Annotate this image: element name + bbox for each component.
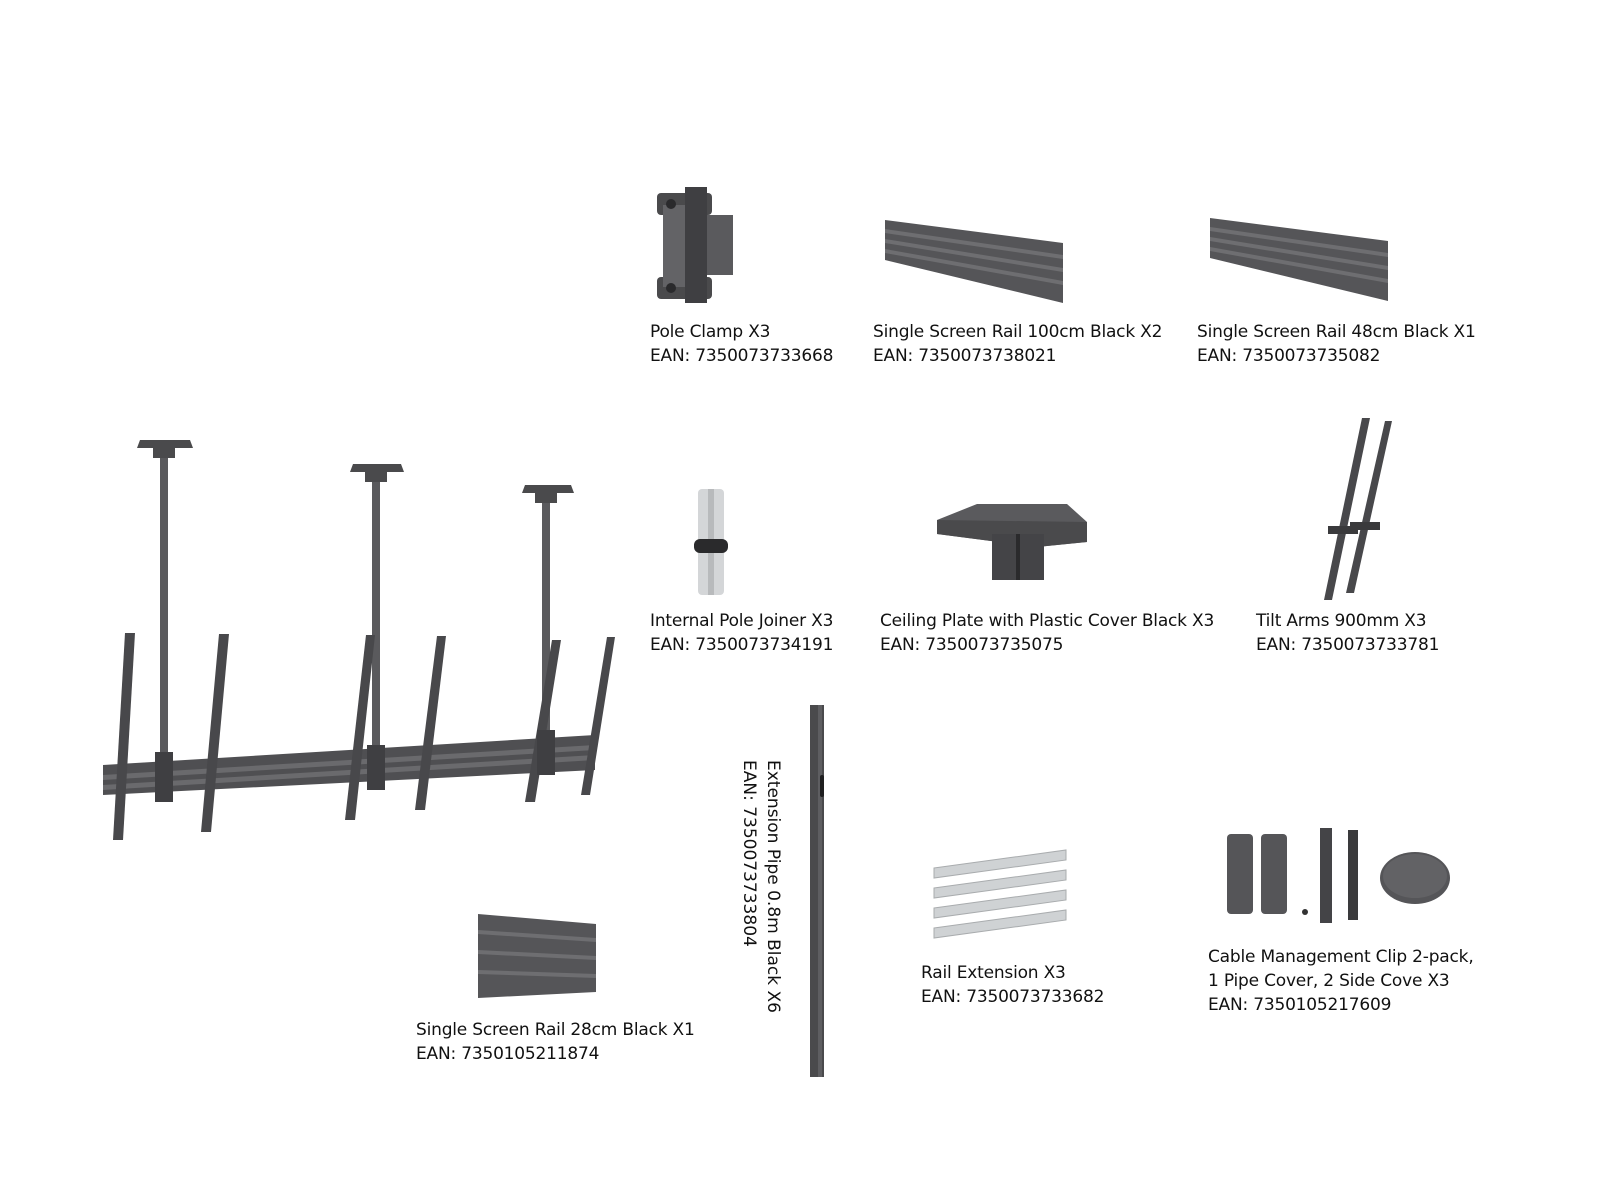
item-name: Tilt Arms 900mm X3: [1256, 611, 1427, 631]
cable-management-image: [1227, 828, 1450, 923]
item-name: Internal Pole Joiner X3: [650, 611, 834, 631]
caption-internal-pole-joiner: Internal Pole Joiner X3 EAN: 73500737341…: [650, 609, 833, 657]
item-ean: EAN: 7350105217609: [1208, 995, 1392, 1015]
caption-pole-clamp: Pole Clamp X3 EAN: 7350073733668: [650, 320, 833, 368]
rail-100cm-image: [885, 220, 1063, 303]
item-name-line1: Cable Management Clip 2-pack,: [1208, 947, 1474, 967]
item-name: Pole Clamp X3: [650, 322, 771, 342]
item-ean: EAN: 7350073733668: [650, 346, 834, 366]
internal-pole-joiner-image: [694, 489, 728, 595]
item-ean: EAN: 7350073734191: [650, 635, 834, 655]
item-name: Single Screen Rail 28cm Black X1: [416, 1020, 695, 1040]
ceiling-plate-image: [937, 504, 1087, 580]
caption-rail-48cm: Single Screen Rail 48cm Black X1 EAN: 73…: [1197, 320, 1476, 368]
caption-rail-extension: Rail Extension X3 EAN: 7350073733682: [921, 961, 1104, 1009]
rail-48cm-image: [1210, 218, 1388, 301]
rail-extension-image: [933, 849, 1067, 939]
item-name-line2: 1 Pipe Cover, 2 Side Cove X3: [1208, 971, 1450, 991]
item-ean: EAN: 7350105211874: [416, 1044, 600, 1064]
caption-rail-28cm: Single Screen Rail 28cm Black X1 EAN: 73…: [416, 1018, 695, 1066]
pole-clamp-image: [657, 187, 733, 303]
caption-rail-100cm: Single Screen Rail 100cm Black X2 EAN: 7…: [873, 320, 1162, 368]
caption-ceiling-plate: Ceiling Plate with Plastic Cover Black X…: [880, 609, 1214, 657]
item-ean: EAN: 7350073733781: [1256, 635, 1440, 655]
rail-28cm-image: [478, 914, 596, 998]
caption-extension-pipe: Extension Pipe 0.8m Black X6 EAN: 735007…: [737, 760, 785, 1013]
caption-cable-management: Cable Management Clip 2-pack, 1 Pipe Cov…: [1208, 945, 1474, 1017]
item-name: Ceiling Plate with Plastic Cover Black X…: [880, 611, 1215, 631]
item-ean: EAN: 7350073735075: [880, 635, 1064, 655]
assembled-mount-illustration: [103, 440, 615, 840]
item-ean: EAN: 7350073733682: [921, 987, 1105, 1007]
item-name: Extension Pipe 0.8m Black X6: [763, 760, 783, 1013]
item-name: Single Screen Rail 100cm Black X2: [873, 322, 1163, 342]
caption-tilt-arms: Tilt Arms 900mm X3 EAN: 7350073733781: [1256, 609, 1439, 657]
item-name: Rail Extension X3: [921, 963, 1066, 983]
item-ean: EAN: 7350073735082: [1197, 346, 1381, 366]
item-ean: EAN: 7350073733804: [739, 760, 759, 947]
item-name: Single Screen Rail 48cm Black X1: [1197, 322, 1476, 342]
extension-pipe-image: [810, 705, 824, 1077]
item-ean: EAN: 7350073738021: [873, 346, 1057, 366]
tilt-arms-image: [1324, 418, 1392, 600]
